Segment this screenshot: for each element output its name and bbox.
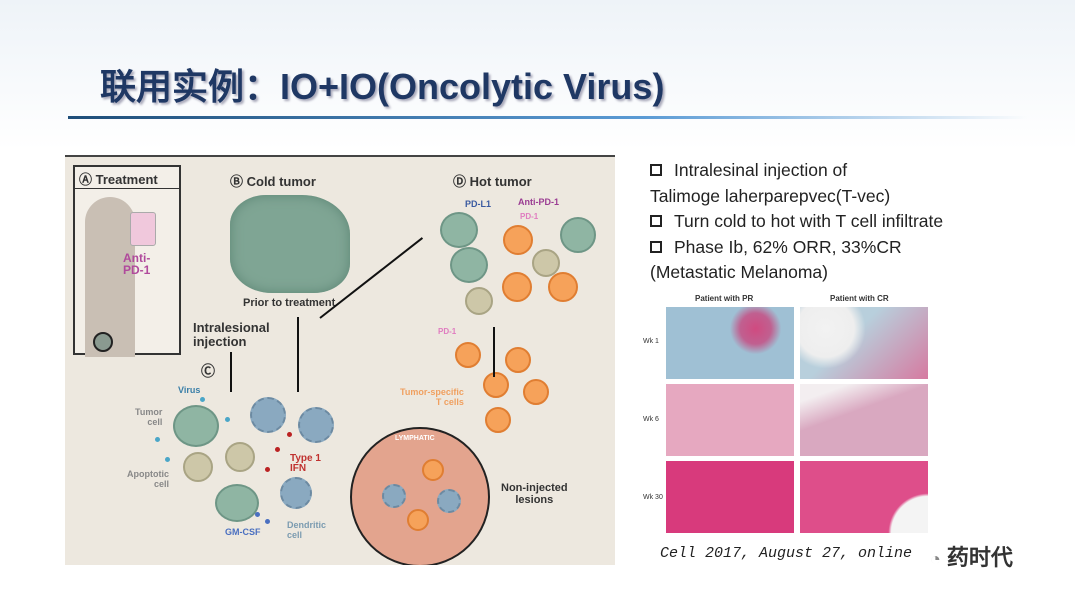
title-divider	[68, 116, 1028, 119]
pd1-b-label: PD-1	[438, 327, 457, 336]
bullet-item: Turn cold to hot with T cell infiltrate	[650, 209, 943, 235]
histology-image	[800, 384, 928, 456]
panel-d-label: Ⓓ Hot tumor	[453, 174, 532, 189]
t-cell	[523, 379, 549, 405]
t-cell	[503, 225, 533, 255]
row-label: Wk 30	[643, 494, 663, 501]
dendritic-label: Dendritic cell	[287, 520, 327, 540]
apoptotic-cell	[225, 442, 255, 472]
t-cell	[483, 372, 509, 398]
watermark: ◔药时代	[930, 545, 1013, 570]
virus-particle	[155, 437, 160, 442]
apoptotic-cell	[465, 287, 493, 315]
panel-c-label: Ⓒ	[201, 363, 215, 379]
pd1-label: PD-1	[520, 212, 539, 221]
iv-bag-icon	[130, 212, 156, 246]
t-cell	[502, 272, 532, 302]
bullet-list: Intralesinal injection of Talimoge laher…	[650, 158, 943, 286]
bullet-continuation: (Metastatic Melanoma)	[650, 262, 828, 282]
column-header-pr: Patient with PR	[695, 294, 754, 303]
row-label: Wk 1	[643, 338, 659, 345]
t-cell	[548, 272, 578, 302]
arrow-icon	[297, 317, 299, 392]
lymphatic-node	[350, 427, 490, 565]
anti-pd1-d-label: Anti-PD-1	[518, 197, 559, 207]
treatment-panel	[73, 165, 181, 357]
lymphatic-label: LYMPHATIC	[395, 435, 435, 442]
apoptotic-cell	[183, 452, 213, 482]
ifn-particle	[275, 447, 280, 452]
dendritic-cell	[280, 477, 312, 509]
gmcsf-particle	[255, 512, 260, 517]
tumor-cell	[215, 484, 259, 522]
virus-particle	[200, 397, 205, 402]
checkbox-icon	[650, 164, 662, 176]
injection-label: Intralesional injection	[193, 320, 270, 349]
dendritic-cell	[250, 397, 286, 433]
t-cell	[455, 342, 481, 368]
histology-image	[666, 461, 794, 533]
wechat-logo-icon: ◔	[930, 549, 941, 569]
bullet-item: Phase Ib, 62% ORR, 33%CR	[650, 235, 943, 261]
virus-label: Virus	[178, 385, 201, 395]
histology-image	[666, 384, 794, 456]
dendritic-cell	[298, 407, 334, 443]
ifn-label: Type 1 IFN	[290, 453, 321, 474]
header-background	[0, 0, 1075, 150]
pdl1-label: PD-L1	[465, 199, 492, 209]
tumor-cell	[450, 247, 488, 283]
gmcsf-label: GM-CSF	[225, 527, 261, 537]
virus-particle	[225, 417, 230, 422]
lesion-icon	[93, 332, 113, 352]
histology-image	[666, 307, 794, 379]
bullet-continuation: Talimoge laherparepvec(T-vec)	[650, 185, 891, 206]
column-header-cr: Patient with CR	[830, 294, 889, 303]
virus-particle	[165, 457, 170, 462]
noninjected-label: Non-injected lesions	[501, 482, 568, 506]
citation: Cell 2017, August 27, online	[660, 545, 913, 562]
tumor-cell	[560, 217, 596, 253]
mechanism-diagram: Ⓐ Treatment Anti- PD-1 Ⓑ Cold tumor Prio…	[65, 155, 615, 565]
arrow-icon	[230, 352, 232, 392]
ifn-particle	[287, 432, 292, 437]
arrow-icon	[493, 327, 495, 377]
histology-image	[800, 461, 928, 533]
panel-b-label: Ⓑ Cold tumor	[230, 174, 316, 189]
histology-image	[800, 307, 928, 379]
tumor-cell-label: Tumor cell	[135, 407, 163, 427]
apoptotic-label: Apoptotic cell	[127, 469, 169, 489]
tumor-cell	[440, 212, 478, 248]
checkbox-icon	[650, 240, 662, 253]
gmcsf-particle	[265, 519, 270, 524]
t-cell	[485, 407, 511, 433]
tumor-cell	[173, 405, 219, 447]
apoptotic-cell	[532, 249, 560, 277]
cold-tumor-image	[230, 195, 350, 293]
checkbox-icon	[650, 215, 662, 227]
slide-title: 联用实例：IO+IO(Oncolytic Virus)	[100, 66, 665, 107]
anti-pd1-label: Anti- PD-1	[123, 251, 151, 277]
patient-silhouette-icon	[85, 197, 135, 357]
bullet-item: Intralesinal injection of	[650, 158, 943, 184]
prior-label: Prior to treatment	[243, 297, 336, 309]
ifn-particle	[265, 467, 270, 472]
t-cell	[505, 347, 531, 373]
row-label: Wk 6	[643, 416, 659, 423]
tcells-label: Tumor-specific T cells	[400, 387, 464, 407]
panel-a-label: Ⓐ Treatment	[79, 172, 158, 187]
